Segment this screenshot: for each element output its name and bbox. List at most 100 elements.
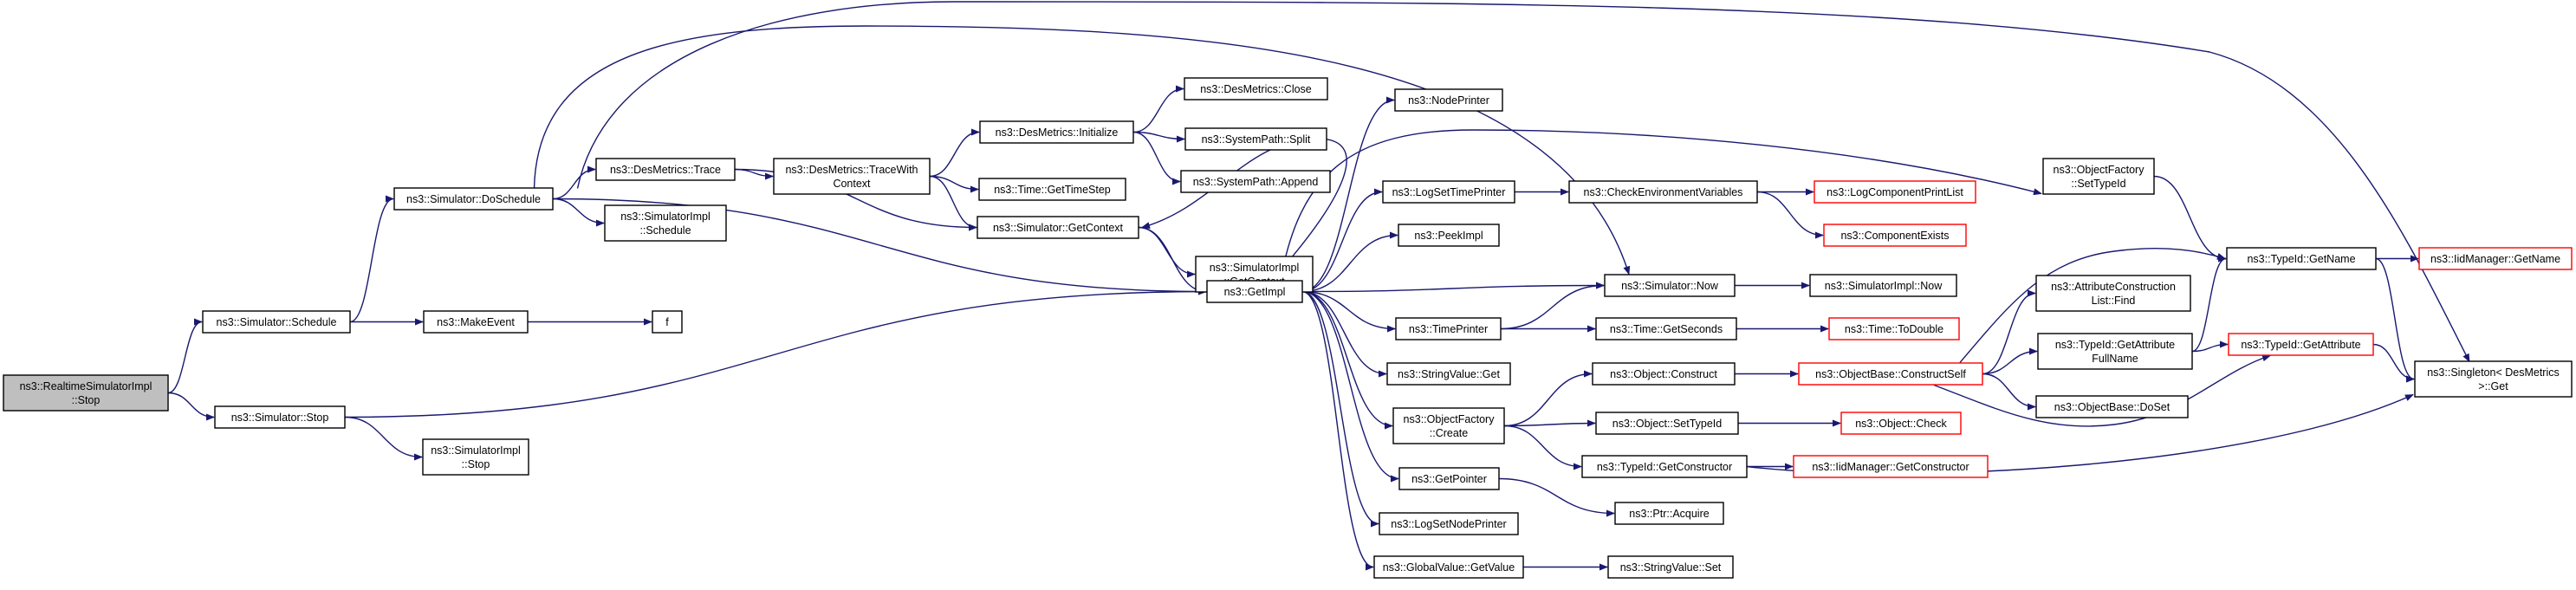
node-label: ns3::Time::GetTimeStep	[994, 184, 1111, 196]
node-timeprinter[interactable]: ns3::TimePrinter	[1395, 317, 1502, 340]
node-do-schedule[interactable]: ns3::Simulator::DoSchedule	[393, 187, 554, 211]
edge-arrow	[2191, 340, 2229, 353]
node-logsetnodeprinter[interactable]: ns3::LogSetNodePrinter	[1379, 512, 1519, 535]
node-time-gettimestep[interactable]: ns3::Time::GetTimeStep	[978, 178, 1126, 201]
node-iidmanager-getname[interactable]: ns3::IidManager::GetName	[2418, 247, 2573, 270]
node-layer: ns3::RealtimeSimulatorImpl::Stopns3::Sim…	[3, 77, 2573, 579]
edge-arrow	[1756, 191, 1824, 239]
edge-sim-stop-to-simimpl-stop	[344, 416, 423, 461]
node-sim-getcontext[interactable]: ns3::Simulator::GetContext	[977, 216, 1139, 239]
edge-getimpl-to-sim-now	[1301, 282, 1605, 293]
node-sim-stop[interactable]: ns3::Simulator::Stop	[214, 405, 346, 429]
node-typeid-getconstructor[interactable]: ns3::TypeId::GetConstructor	[1581, 455, 1748, 478]
node-label: ns3::Simulator::DoSchedule	[406, 193, 541, 205]
node-label: ns3::SimulatorImpl	[620, 211, 711, 223]
node-box	[1793, 455, 1989, 478]
node-peekimpl[interactable]: ns3::PeekImpl	[1398, 224, 1500, 247]
node-object-check[interactable]: ns3::Object::Check	[1840, 412, 1962, 435]
node-box	[1180, 170, 1331, 193]
node-objfactory-create[interactable]: ns3::ObjectFactory::Create	[1392, 407, 1505, 444]
node-checkenv[interactable]: ns3::CheckEnvironmentVariables	[1568, 180, 1758, 204]
node-logcomp-printlist[interactable]: ns3::LogComponentPrintList	[1814, 180, 1976, 204]
edge-arrow	[929, 175, 979, 193]
node-logsettimeprinter[interactable]: ns3::LogSetTimePrinter	[1382, 180, 1515, 204]
node-stringvalue-set[interactable]: ns3::StringValue::Set	[1607, 555, 1734, 579]
node-des-trace[interactable]: ns3::DesMetrics::Trace	[595, 158, 736, 181]
node-label: ns3::Simulator::Now	[1621, 280, 1719, 292]
edge-arrow	[576, 1, 2470, 363]
node-des-close[interactable]: ns3::DesMetrics::Close	[1184, 77, 1328, 100]
node-box	[979, 120, 1134, 144]
edge-getimpl-to-peekimpl	[1301, 231, 1398, 293]
node-object-construct[interactable]: ns3::Object::Construct	[1592, 362, 1736, 386]
edge-arrow	[1132, 85, 1184, 133]
node-getimpl[interactable]: ns3::GetImpl	[1206, 280, 1303, 303]
node-simimpl-schedule[interactable]: ns3::SimulatorImpl::Schedule	[604, 204, 727, 242]
edge-do-schedule-to-des-trace	[552, 165, 596, 200]
node-stringvalue-get[interactable]: ns3::StringValue::Get	[1386, 362, 1511, 386]
edge-objbase-constructself-to-objbase-doset	[1982, 373, 2036, 411]
node-label: >::Get	[2478, 380, 2508, 392]
node-nodeprinter[interactable]: ns3::NodePrinter	[1394, 88, 1503, 112]
edge-arrow	[1280, 129, 2042, 281]
node-sim-now[interactable]: ns3::Simulator::Now	[1604, 274, 1736, 297]
node-time-todouble[interactable]: ns3::Time::ToDouble	[1828, 317, 1960, 340]
edge-arrow	[1301, 290, 1374, 571]
node-objbase-constructself[interactable]: ns3::ObjectBase::ConstructSelf	[1798, 362, 1983, 386]
node-box	[2228, 333, 2374, 356]
node-sim-schedule[interactable]: ns3::Simulator::Schedule	[202, 310, 351, 334]
node-objbase-doset[interactable]: ns3::ObjectBase::DoSet	[2035, 395, 2189, 418]
node-iidmanager-getconstructor[interactable]: ns3::IidManager::GetConstructor	[1793, 455, 1989, 478]
node-make-event[interactable]: ns3::MakeEvent	[423, 310, 529, 334]
node-box	[1206, 280, 1303, 303]
node-ptr-acquire[interactable]: ns3::Ptr::Acquire	[1614, 502, 1724, 525]
edge-arrow	[1138, 226, 1196, 278]
edge-arrow	[1301, 96, 1395, 293]
node-box	[423, 310, 529, 334]
node-label: ns3::StringValue::Set	[1620, 561, 1722, 574]
node-singleton-get[interactable]: ns3::Singleton< DesMetrics >::Get	[2414, 360, 2573, 398]
node-simimpl-stop[interactable]: ns3::SimulatorImpl::Stop	[422, 438, 529, 476]
node-typeid-getname[interactable]: ns3::TypeId::GetName	[2226, 247, 2377, 270]
edge-getimpl-to-objfactory-create	[1301, 290, 1393, 430]
edge-arrow	[344, 416, 423, 461]
node-label: ::Create	[1430, 427, 1469, 439]
node-label: ns3::Time::GetSeconds	[1610, 323, 1723, 335]
edge-arrow	[1301, 290, 1399, 483]
edge-arrow	[1500, 282, 1605, 330]
node-label: ns3::Simulator::Schedule	[217, 316, 337, 328]
node-syspath-split[interactable]: ns3::SystemPath::Split	[1184, 127, 1327, 151]
node-object-settypeid[interactable]: ns3::Object::SetTypeId	[1595, 412, 1739, 435]
node-f[interactable]: f	[652, 310, 683, 334]
node-box	[1595, 317, 1737, 340]
node-label: ns3::ComponentExists	[1840, 230, 1949, 242]
edge-sim-stop-to-getimpl	[344, 288, 1207, 418]
edge-des-init-to-syspath-split	[1132, 131, 1185, 143]
node-root[interactable]: ns3::RealtimeSimulatorImpl::Stop	[3, 374, 169, 412]
node-label: ns3::Object::Construct	[1610, 368, 1717, 380]
node-label: ns3::Time::ToDouble	[1845, 323, 1943, 335]
edge-root-to-sim-stop	[167, 392, 215, 421]
node-typeid-getattribute[interactable]: ns3::TypeId::GetAttribute	[2228, 333, 2374, 356]
node-box	[1604, 274, 1736, 297]
node-time-getseconds[interactable]: ns3::Time::GetSeconds	[1595, 317, 1737, 340]
node-box	[1394, 88, 1503, 112]
node-objfactory-settypeid[interactable]: ns3::ObjectFactory::SetTypeId	[2042, 158, 2155, 195]
node-box	[1392, 407, 1505, 444]
node-label: ::Schedule	[639, 224, 691, 237]
node-componentexists[interactable]: ns3::ComponentExists	[1823, 224, 1967, 247]
node-syspath-append[interactable]: ns3::SystemPath::Append	[1180, 170, 1331, 193]
node-box	[422, 438, 529, 476]
node-simimpl-now[interactable]: ns3::SimulatorImpl::Now	[1809, 274, 1957, 297]
node-getpointer[interactable]: ns3::GetPointer	[1398, 467, 1500, 490]
edge-objbase-constructself-to-typeid-getname	[1959, 248, 2226, 363]
node-des-init[interactable]: ns3::DesMetrics::Initialize	[979, 120, 1134, 144]
node-box	[1823, 224, 1967, 247]
node-globalvalue-getvalue[interactable]: ns3::GlobalValue::GetValue	[1373, 555, 1524, 579]
node-box	[2042, 158, 2155, 195]
node-box	[2037, 333, 2193, 370]
edge-arrow	[1301, 231, 1398, 293]
